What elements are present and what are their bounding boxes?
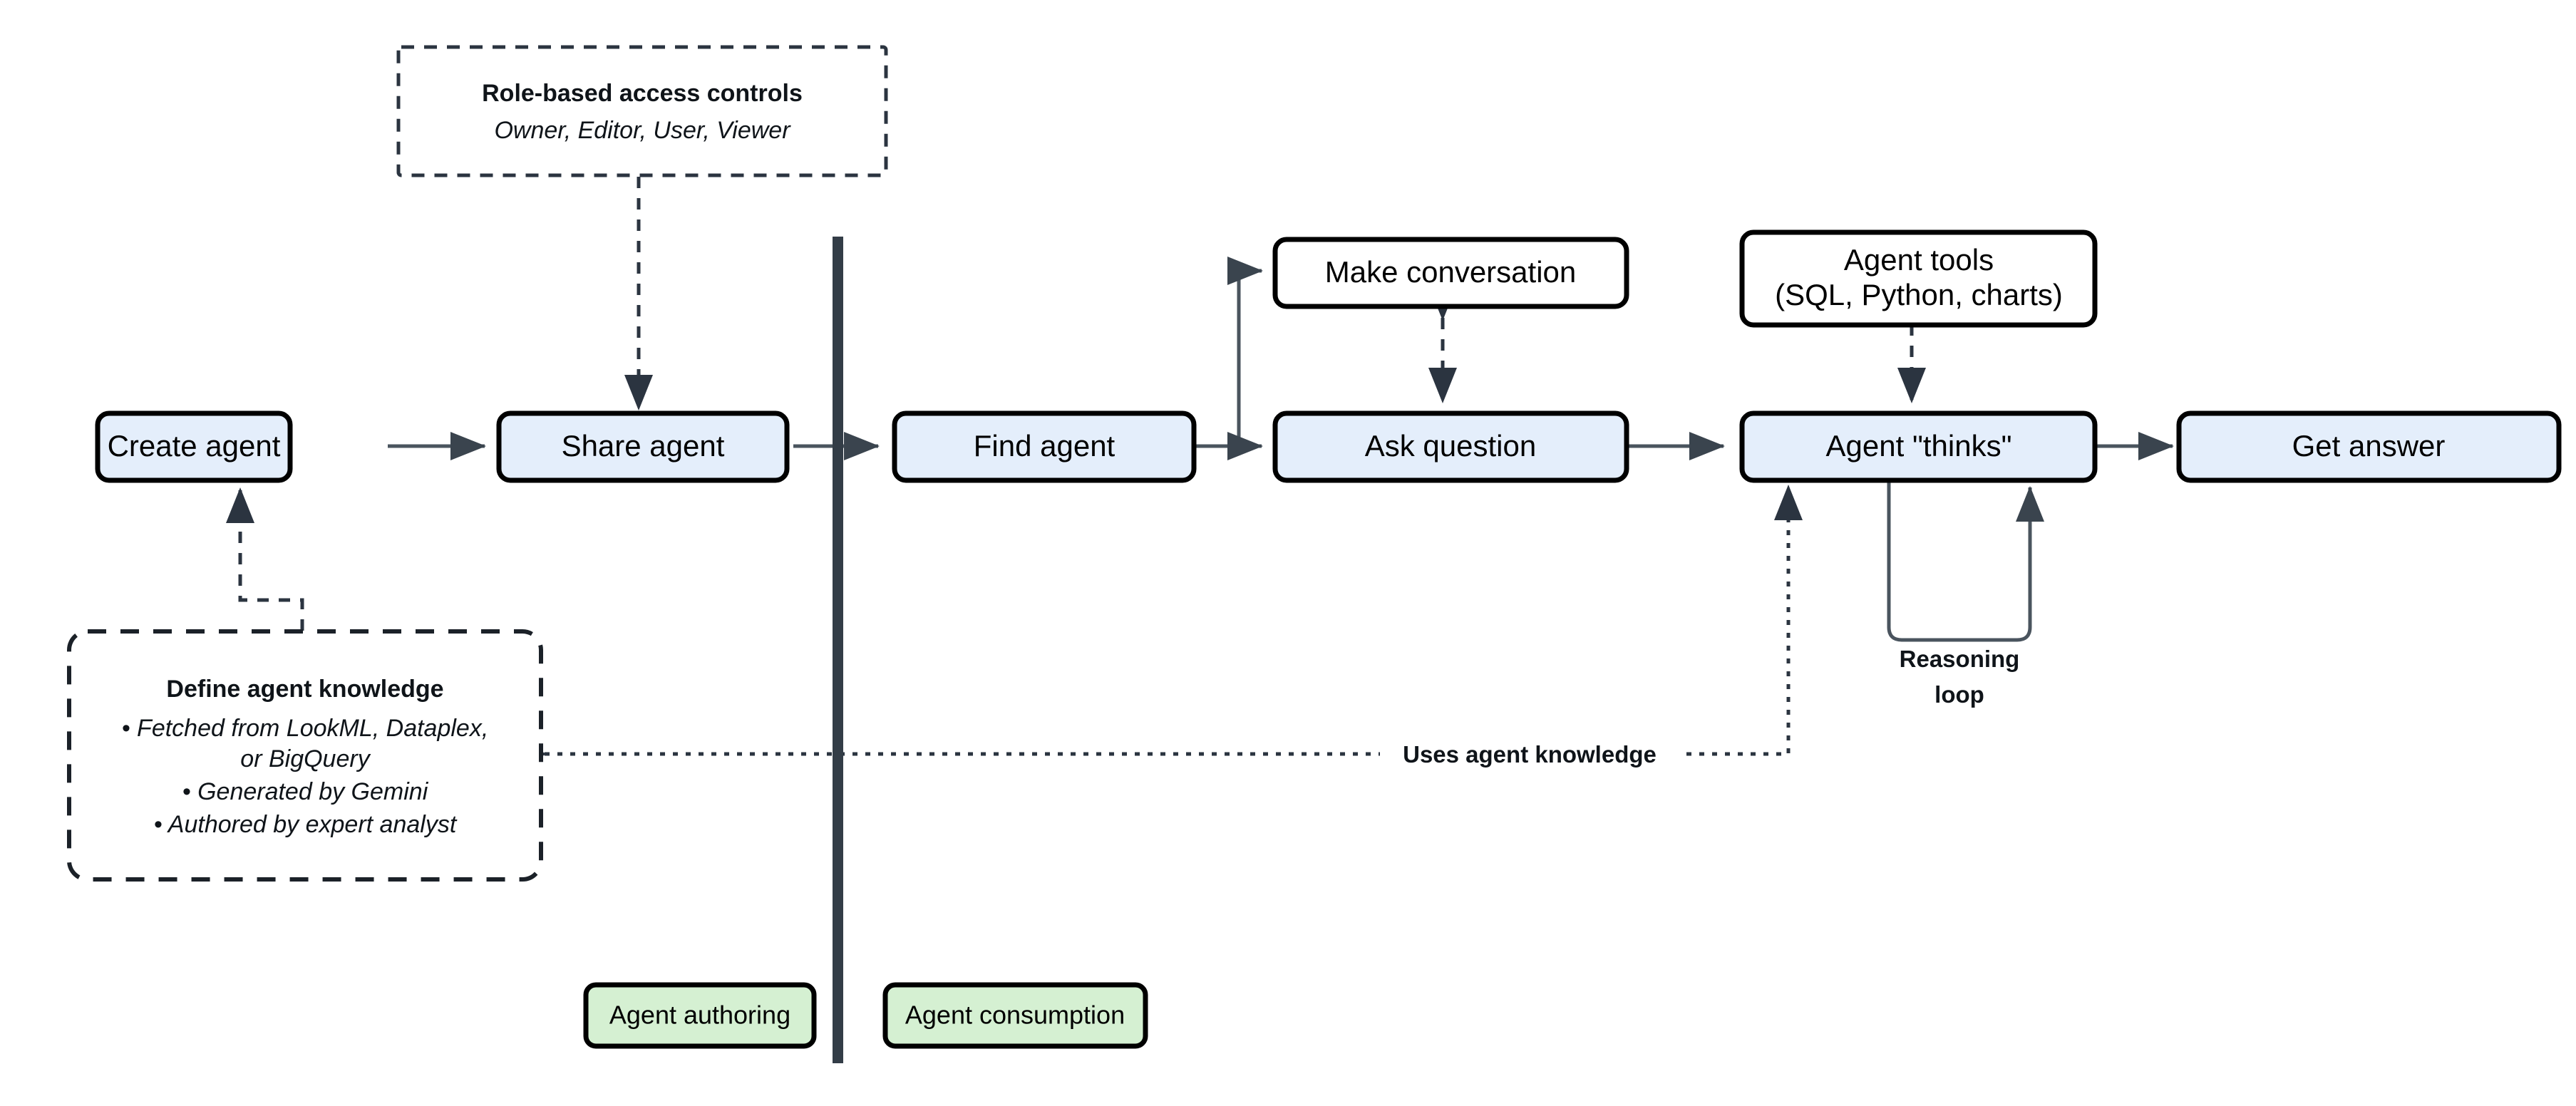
note-knowledge-bullet-0: • Fetched from LookML, Dataplex, [122, 715, 489, 742]
node-make-conversation-label: Make conversation [1325, 255, 1577, 289]
node-make-conversation[interactable]: Make conversation [1272, 237, 1629, 309]
note-knowledge-bullet-2: • Generated by Gemini [182, 778, 429, 805]
node-create-agent[interactable]: Create agent [95, 410, 293, 483]
node-agent-tools-line1: Agent tools [1844, 243, 1994, 276]
note-knowledge-title: Define agent knowledge [166, 676, 443, 703]
node-share-agent-label: Share agent [562, 429, 725, 462]
note-knowledge: Define agent knowledge • Fetched from Lo… [67, 629, 543, 882]
label-reasoning-loop: Reasoning loop [1900, 646, 2020, 708]
node-find-agent-label: Find agent [974, 429, 1116, 462]
node-ask-question[interactable]: Ask question [1272, 410, 1629, 483]
legend-agent-consumption: Agent consumption [882, 982, 1148, 1049]
legend-agent-authoring: Agent authoring [583, 982, 817, 1049]
label-uses-agent-knowledge: Uses agent knowledge [1380, 738, 1679, 771]
node-agent-tools[interactable]: Agent tools (SQL, Python, charts) [1739, 229, 2098, 328]
node-agent-thinks[interactable]: Agent "thinks" [1739, 410, 2098, 483]
edge-uses-agent-knowledge [512, 484, 1803, 768]
node-share-agent[interactable]: Share agent [496, 410, 790, 483]
node-ask-question-label: Ask question [1365, 429, 1536, 462]
swimlane-divider [833, 237, 843, 1063]
node-get-answer[interactable]: Get answer [2176, 410, 2562, 483]
reasoning-loop-line1: Reasoning [1900, 646, 2020, 672]
node-agent-tools-line2: (SQL, Python, charts) [1775, 278, 2063, 311]
note-knowledge-bullet-1: or BigQuery [240, 745, 371, 772]
node-create-agent-label: Create agent [108, 429, 281, 462]
legend-agent-authoring-label: Agent authoring [609, 1001, 790, 1030]
uses-agent-knowledge-text: Uses agent knowledge [1403, 741, 1657, 768]
reasoning-loop-line2: loop [1934, 681, 1984, 708]
edge-reasoning-loop [1887, 480, 2044, 642]
edge-find-branch [1195, 257, 1263, 460]
node-agent-thinks-label: Agent "thinks" [1826, 429, 2012, 462]
edge-knowledge-to-create [226, 487, 304, 631]
node-get-answer-label: Get answer [2292, 429, 2446, 462]
note-rbac-body: Owner, Editor, User, Viewer [494, 117, 791, 144]
note-rbac-title: Role-based access controls [482, 80, 803, 107]
note-knowledge-bullet-3: • Authored by expert analyst [154, 811, 458, 838]
note-rbac: Role-based access controls Owner, Editor… [396, 45, 888, 177]
node-find-agent[interactable]: Find agent [892, 410, 1197, 483]
legend-agent-consumption-label: Agent consumption [905, 1001, 1125, 1030]
